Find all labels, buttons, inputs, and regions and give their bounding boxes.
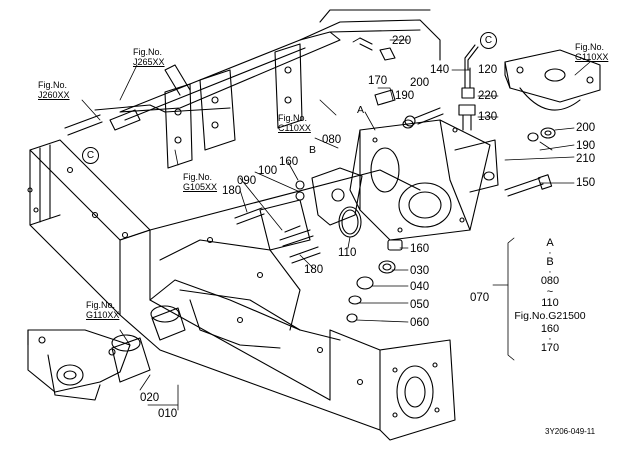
bracket-b: [311, 167, 363, 226]
o-ring-inner: [341, 209, 359, 235]
part-label: 200: [410, 77, 430, 89]
fig-ref-g105: Fig.No. G105XX: [183, 172, 217, 192]
fig-ref-number: J265XX: [133, 57, 165, 67]
part-label: 140: [430, 64, 450, 76]
part-label: 190: [395, 90, 415, 102]
fig-ref-number: J260XX: [38, 90, 70, 100]
part-label: 060: [410, 317, 430, 329]
assembly-line: ~: [546, 286, 554, 298]
pipe-120: [464, 44, 476, 71]
assembly-line: 170: [540, 342, 560, 354]
fig-ref-title: Fig.No.: [183, 172, 213, 182]
part-label: 010: [158, 408, 178, 420]
connector-c-marker: C: [82, 147, 99, 164]
fig-ref-j260: Fig.No. J260XX: [38, 80, 70, 100]
assembly-line: Fig.No.G21500: [514, 310, 586, 322]
assembly-line: A: [546, 237, 554, 249]
part-label: 170: [368, 75, 388, 87]
part-label: 220: [478, 90, 498, 102]
washers-right: [402, 119, 556, 181]
assembly-line: 080: [540, 275, 560, 287]
part-label: 160: [410, 243, 430, 255]
part-label: 100: [258, 165, 278, 177]
part-label: 030: [410, 265, 430, 277]
assembly-line: 160: [540, 323, 560, 335]
part-label: 180: [222, 185, 242, 197]
part-label: 210: [576, 153, 596, 165]
connector-c-marker: C: [480, 32, 497, 49]
fig-ref-title: Fig.No.: [86, 300, 116, 310]
assembly-contents: A · B · 080 ~ 110 Fig.No.G21500 160 · 17…: [510, 237, 590, 355]
fig-ref-g110-bottom: Fig.No. G110XX: [86, 300, 119, 320]
gear-case: [349, 119, 499, 241]
bracket-bore: [331, 188, 345, 202]
assembly-number: 070: [470, 292, 490, 304]
axle-housing: [27, 139, 456, 441]
part-label: 180: [304, 264, 324, 276]
assembly-line: B: [546, 256, 554, 268]
part-label: 130: [478, 111, 498, 123]
part-label: 090: [237, 175, 257, 187]
part-label: 050: [410, 299, 430, 311]
assembly-line: ·: [548, 333, 552, 345]
part-label: 200: [576, 122, 596, 134]
assembly-line: 110: [541, 297, 559, 309]
bushing: [111, 305, 186, 383]
plug-and-washers: [346, 239, 403, 323]
fig-ref-g110-top: Fig.No. G110XX: [575, 42, 608, 62]
part-label: 080: [322, 134, 342, 146]
part-label: 220: [392, 35, 412, 47]
fig-ref-title: Fig.No.: [38, 80, 68, 90]
fig-ref-j265: Fig.No. J265XX: [133, 47, 165, 67]
support-top-right: [504, 49, 601, 111]
part-label: 150: [576, 177, 596, 189]
fig-ref-title: Fig.No.: [575, 42, 605, 52]
part-label: 160: [279, 156, 299, 168]
part-label: 110: [338, 247, 357, 259]
part-label: 020: [140, 392, 160, 404]
drawing-reference: 3Y206-049-11: [545, 427, 596, 436]
fig-ref-number: G110XX: [575, 52, 609, 62]
support-bottom-left: [27, 329, 131, 401]
letter-a: A: [357, 104, 365, 116]
fig-ref-number: G110XX: [86, 310, 120, 320]
fasteners: [234, 67, 553, 264]
part-label: 120: [478, 64, 498, 76]
assembly-line: ·: [548, 266, 552, 278]
fig-ref-title: Fig.No.: [278, 113, 308, 123]
leader-lines: [81, 37, 591, 411]
upper-pipe-assembly: [64, 9, 441, 169]
letter-b: B: [309, 144, 317, 156]
part-label: 040: [410, 281, 430, 293]
fig-ref-c110: Fig.No. C110XX: [278, 113, 311, 133]
assembly-line: ·: [548, 247, 552, 259]
fig-ref-number: C110XX: [278, 123, 311, 133]
fig-ref-number: G105XX: [183, 182, 218, 192]
fig-ref-title: Fig.No.: [133, 47, 163, 57]
part-label: 190: [576, 140, 596, 152]
